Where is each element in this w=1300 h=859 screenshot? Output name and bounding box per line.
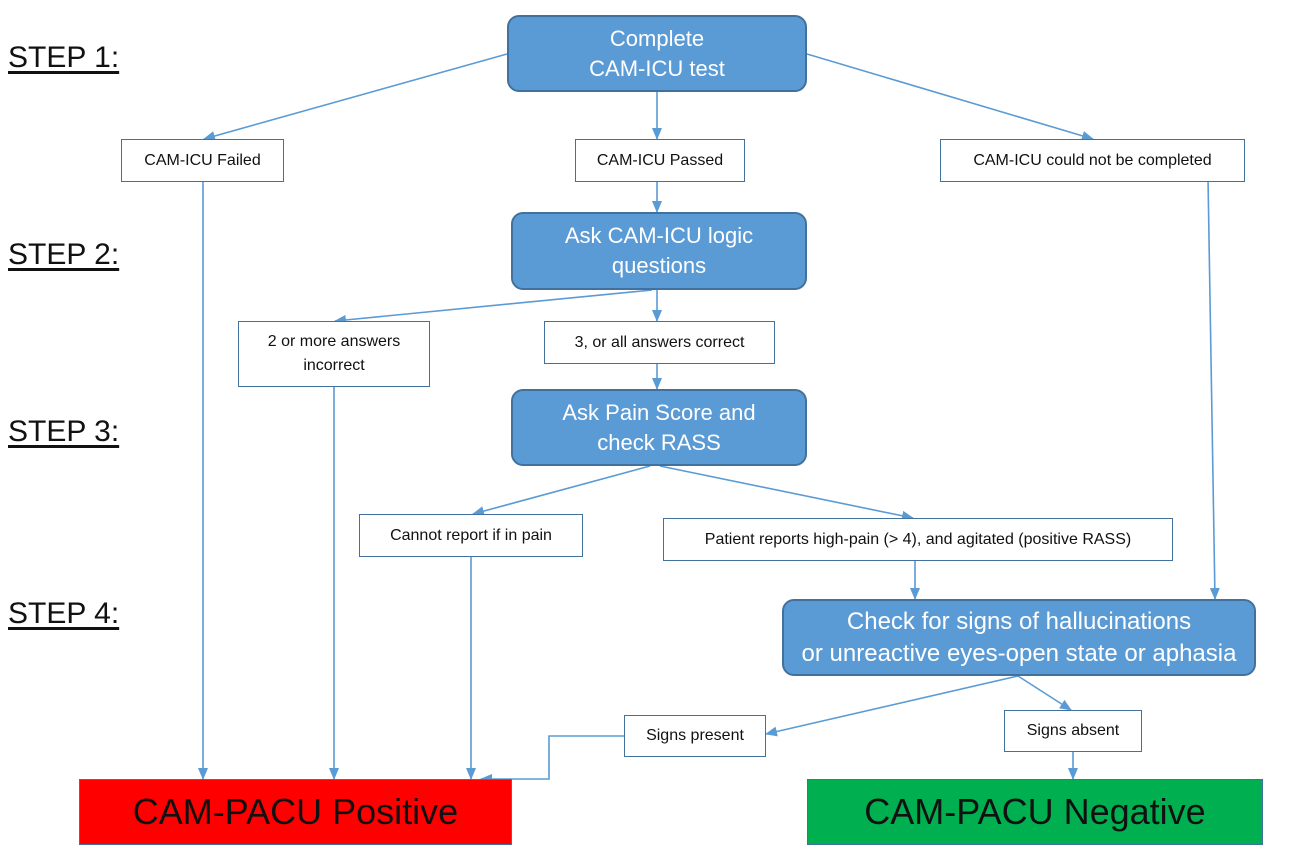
arrow-signs-check-to-absent bbox=[1017, 675, 1072, 711]
signs-present-label: Signs present bbox=[646, 727, 744, 744]
complete-cam-icu-test-line-1: Complete bbox=[609, 25, 705, 51]
arrow-present-to-positive bbox=[480, 735, 624, 784]
arrow-not-completed-to-signs-check bbox=[1207, 177, 1220, 600]
arrow-test-to-failed bbox=[203, 53, 508, 141]
step-3-label: STEP 3: bbox=[8, 415, 120, 448]
arrow-pain-to-high-pain bbox=[659, 465, 914, 521]
step-2-label: STEP 2: bbox=[8, 238, 120, 271]
complete-cam-icu-test-line-2: CAM-ICU test bbox=[589, 55, 725, 81]
signs-absent-box: Signs absent bbox=[1004, 710, 1142, 752]
ask-pain-score-line-1: Ask Pain Score and bbox=[562, 399, 756, 425]
cam-pacu-negative-box: CAM-PACU Negative bbox=[807, 779, 1263, 845]
cam-pacu-positive-label: CAM-PACU Positive bbox=[132, 791, 459, 832]
cam-icu-not-completed-box: CAM-ICU could not be completed bbox=[940, 139, 1245, 182]
ask-pain-score-line-2: check RASS bbox=[597, 429, 721, 455]
three-or-all-correct-label: 3, or all answers correct bbox=[574, 333, 745, 351]
cam-icu-failed-label: CAM-ICU Failed bbox=[144, 151, 261, 169]
step-1-label: STEP 1: bbox=[8, 41, 120, 74]
cam-pacu-positive-box: CAM-PACU Positive bbox=[79, 779, 512, 845]
check-signs-box: Check for signs of hallucinations or unr… bbox=[782, 599, 1256, 676]
arrow-pain-to-cannot-report bbox=[472, 465, 651, 516]
check-signs-line-2: or unreactive eyes-open state or aphasia bbox=[801, 639, 1237, 667]
signs-absent-label: Signs absent bbox=[1026, 722, 1120, 739]
two-or-more-incorrect-box: 2 or more answers incorrect bbox=[238, 321, 430, 387]
cam-icu-passed-box: CAM-ICU Passed bbox=[575, 139, 745, 182]
signs-present-box: Signs present bbox=[624, 715, 766, 757]
cam-icu-not-completed-label: CAM-ICU could not be completed bbox=[973, 151, 1212, 169]
cam-icu-failed-box: CAM-ICU Failed bbox=[121, 139, 284, 182]
ask-logic-questions-box: Ask CAM-ICU logic questions bbox=[511, 212, 807, 290]
cannot-report-pain-box: Cannot report if in pain bbox=[359, 514, 583, 557]
ask-pain-score-box: Ask Pain Score and check RASS bbox=[511, 389, 807, 466]
cam-icu-passed-label: CAM-ICU Passed bbox=[596, 151, 724, 169]
step-4-label: STEP 4: bbox=[8, 597, 120, 630]
complete-cam-icu-test-box: Complete CAM-ICU test bbox=[507, 15, 807, 92]
two-or-more-incorrect-line-2: incorrect bbox=[303, 357, 365, 374]
check-signs-line-1: Check for signs of hallucinations bbox=[846, 607, 1192, 635]
cannot-report-pain-label: Cannot report if in pain bbox=[390, 526, 552, 544]
arrow-logic-to-incorrect bbox=[334, 289, 653, 325]
two-or-more-incorrect-line-1: 2 or more answers bbox=[267, 333, 401, 350]
ask-logic-questions-line-2: questions bbox=[611, 253, 707, 278]
high-pain-agitated-label: Patient reports high-pain (> 4), and agi… bbox=[704, 530, 1132, 548]
cam-pacu-negative-label: CAM-PACU Negative bbox=[864, 791, 1206, 832]
arrow-test-to-not-completed bbox=[806, 53, 1094, 141]
arrow-signs-check-to-present bbox=[765, 675, 1019, 737]
high-pain-agitated-box: Patient reports high-pain (> 4), and agi… bbox=[663, 518, 1173, 561]
three-or-all-correct-box: 3, or all answers correct bbox=[544, 321, 775, 364]
ask-logic-questions-line-1: Ask CAM-ICU logic bbox=[564, 223, 754, 248]
